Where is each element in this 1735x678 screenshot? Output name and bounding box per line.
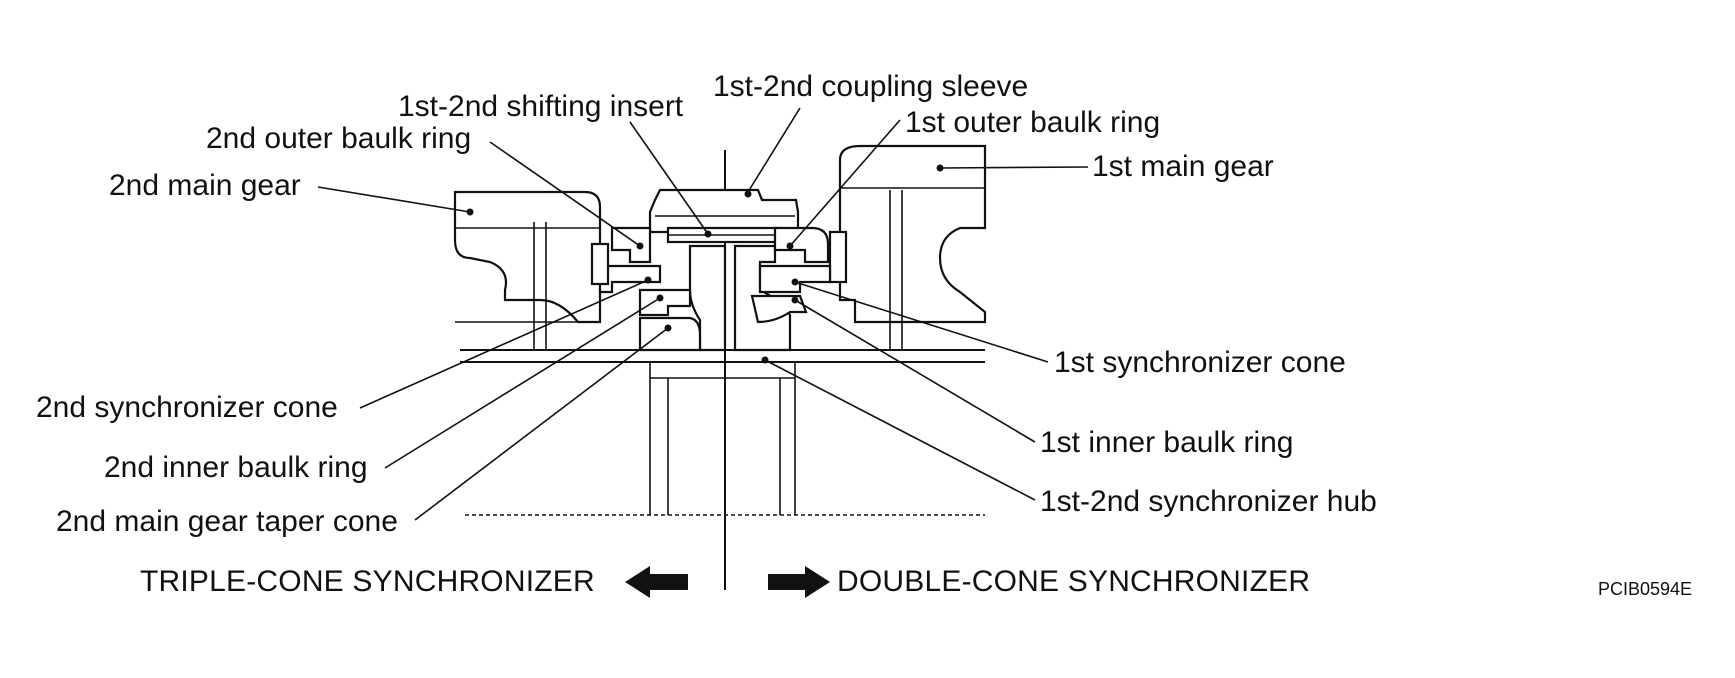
leader-dot-inner-baulk-2nd [656,294,664,302]
leader-coupling-sleeve [747,107,801,193]
leader-dot-taper-cone-2nd [664,324,672,332]
leader-outer-baulk-2nd [489,141,641,247]
leader-main-gear-2nd [317,186,471,213]
second-outer-baulk-ring-shape [610,226,652,264]
leader-dot-inner-baulk-1st [791,296,799,304]
leader-dot-main-gear-1st [936,164,944,172]
first-outer-baulk-ring-shape [773,226,830,264]
leader-main-gear-1st [939,166,1089,169]
first-cone-step [828,230,848,284]
leader-outer-baulk-1st [789,119,901,247]
leader-inner-baulk-1st [794,299,1036,443]
label-taper-cone-2nd: 2nd main gear taper cone [56,505,398,538]
second-inner-baulk-ring-shape [638,288,692,317]
label-outer-baulk-2nd: 2nd outer baulk ring [206,122,472,155]
arrow-left-icon [625,566,688,598]
second-cone-step [590,242,610,286]
leader-sync-cone-2nd [359,279,649,409]
caption-triple-cone: TRIPLE-CONE SYNCHRONIZER [140,565,595,598]
label-inner-baulk-2nd: 2nd inner baulk ring [104,451,368,484]
figure-code: PCIB0594E [1598,579,1693,599]
leader-dot-main-gear-2nd [466,208,474,216]
first-main-gear-shape [838,144,987,324]
label-outer-baulk-1st: 1st outer baulk ring [905,106,1161,139]
second-sync-cone-shape [598,264,662,294]
leader-sync-cone-1st [794,281,1049,363]
leader-dot-outer-baulk-1st [786,242,794,250]
leader-inner-baulk-2nd [384,297,661,469]
leader-shifting-insert [629,121,709,235]
leader-taper-cone-2nd [414,327,669,521]
label-coupling-sleeve: 1st-2nd coupling sleeve [713,70,1029,103]
leader-dot-coupling-sleeve [744,190,752,198]
caption-double-cone: DOUBLE-CONE SYNCHRONIZER [837,565,1311,598]
leader-dot-sync-cone-1st [791,278,799,286]
label-sync-cone-2nd: 2nd synchronizer cone [36,391,338,424]
leader-dot-hub [761,356,769,364]
leader-dot-outer-baulk-2nd [636,242,644,250]
label-main-gear-2nd: 2nd main gear [109,169,301,202]
label-inner-baulk-1st: 1st inner baulk ring [1040,426,1294,459]
leader-dot-shifting-insert [704,230,712,238]
leader-dot-sync-cone-2nd [644,276,652,284]
label-main-gear-1st: 1st main gear [1092,150,1274,183]
label-hub: 1st-2nd synchronizer hub [1040,485,1377,518]
first-inner-baulk-ring-shape [750,294,808,324]
leader-hub [764,359,1036,501]
second-taper-cone-shape [638,316,702,352]
label-sync-cone-1st: 1st synchronizer cone [1054,346,1346,379]
arrow-right-icon [768,566,830,598]
coupling-sleeve-shape [648,188,800,234]
second-main-gear-shape [453,190,602,324]
label-shifting-insert: 1st-2nd shifting insert [398,90,684,123]
